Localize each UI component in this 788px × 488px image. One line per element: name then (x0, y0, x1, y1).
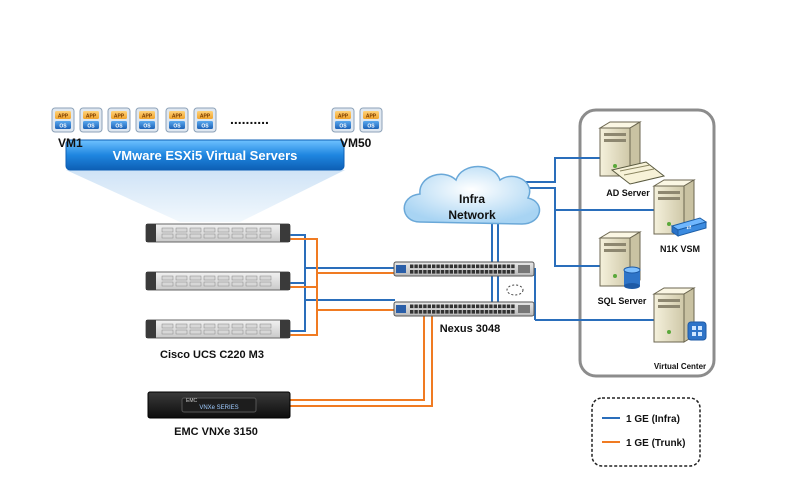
virtual-center-icon (687, 321, 707, 341)
legend-box (591, 397, 701, 467)
projection-beam (66, 170, 345, 222)
vm-os-label: OS (339, 124, 347, 130)
vm-os-label: OS (143, 124, 151, 130)
vm-ellipsis: .......... (230, 111, 269, 127)
keyboard-icon (610, 161, 666, 185)
trunk-cable-emc-b (290, 310, 433, 407)
vm-icon: APP OS (135, 107, 159, 133)
vm1-label: VM1 (58, 136, 83, 150)
vm-app-label: APP (142, 114, 153, 120)
vm-app-label: APP (338, 114, 349, 120)
ucs-server-stack (145, 223, 291, 339)
nexus-label: Nexus 3048 (440, 323, 501, 335)
trunk-cable-ucs1 (290, 238, 395, 274)
ucs-rack-server (145, 223, 291, 243)
trunk-cable-emc-a (290, 310, 425, 401)
vm-icon: APP OS (165, 107, 189, 133)
infra-cable-ucs3 (290, 299, 395, 332)
virtual-center-label: Virtual Center (654, 362, 706, 371)
vm-app-label: APP (200, 114, 211, 120)
emc-badge-text: VNXe SERIES (199, 405, 238, 411)
cloud-label-line2: Network (448, 208, 496, 222)
database-icon (623, 266, 641, 289)
vm-icon: APP OS (331, 107, 355, 133)
nexus-switch (393, 261, 535, 277)
vm-icon: APP OS (51, 107, 75, 133)
nexus-switch-stack (393, 261, 535, 317)
esxi-banner-label: VMware ESXi5 Virtual Servers (113, 148, 298, 163)
infra-network-cloud: Infra Network (403, 165, 541, 225)
vm-os-label: OS (367, 124, 375, 130)
cloud-label-line1: Infra (459, 192, 485, 206)
sql-server-label: SQL Server (598, 296, 647, 306)
emc-logo-text: EMC (186, 398, 198, 404)
vm-icon-row: APP OS APP OS APP OS APP OS APP OS APP OS APP OS APP OS (51, 107, 383, 133)
esxi-banner (65, 139, 345, 171)
vpc-link-icon (506, 284, 524, 296)
ucs-label: Cisco UCS C220 M3 (160, 349, 264, 361)
vm-os-label: OS (173, 124, 181, 130)
vm-os-label: OS (59, 124, 67, 130)
vm-icon: APP OS (107, 107, 131, 133)
vm-app-label: APP (58, 114, 69, 120)
vm-os-label: OS (87, 124, 95, 130)
ucs-rack-server (145, 271, 291, 291)
n1k-switch-icon: ⇄ (670, 217, 708, 237)
infra-cable-sql (554, 210, 600, 267)
vm-icon: APP OS (359, 107, 383, 133)
legend-infra-label: 1 GE (Infra) (626, 414, 680, 425)
vm50-label: VM50 (340, 136, 372, 150)
vm-os-label: OS (201, 124, 209, 130)
vm-icon: APP OS (193, 107, 217, 133)
vm-os-label: OS (115, 124, 123, 130)
infra-cable-ucs2 (290, 268, 306, 284)
nexus-switch (393, 301, 535, 317)
vm-icon: APP OS (79, 107, 103, 133)
svg-text:⇄: ⇄ (686, 224, 691, 231)
emc-storage-array: EMC VNXe SERIES (147, 391, 291, 419)
vm-app-label: APP (172, 114, 183, 120)
n1k-vsm-label: N1K VSM (660, 244, 700, 254)
ucs-rack-server (145, 319, 291, 339)
vm-app-label: APP (114, 114, 125, 120)
ad-server-label: AD Server (606, 188, 650, 198)
trunk-cable-ucs3 (290, 309, 395, 336)
emc-label: EMC VNXe 3150 (174, 426, 258, 438)
infra-cable-ucs1 (290, 234, 395, 269)
vm-app-label: APP (86, 114, 97, 120)
legend-trunk-label: 1 GE (Trunk) (626, 438, 685, 449)
vm-app-label: APP (366, 114, 377, 120)
trunk-cables (290, 238, 433, 407)
